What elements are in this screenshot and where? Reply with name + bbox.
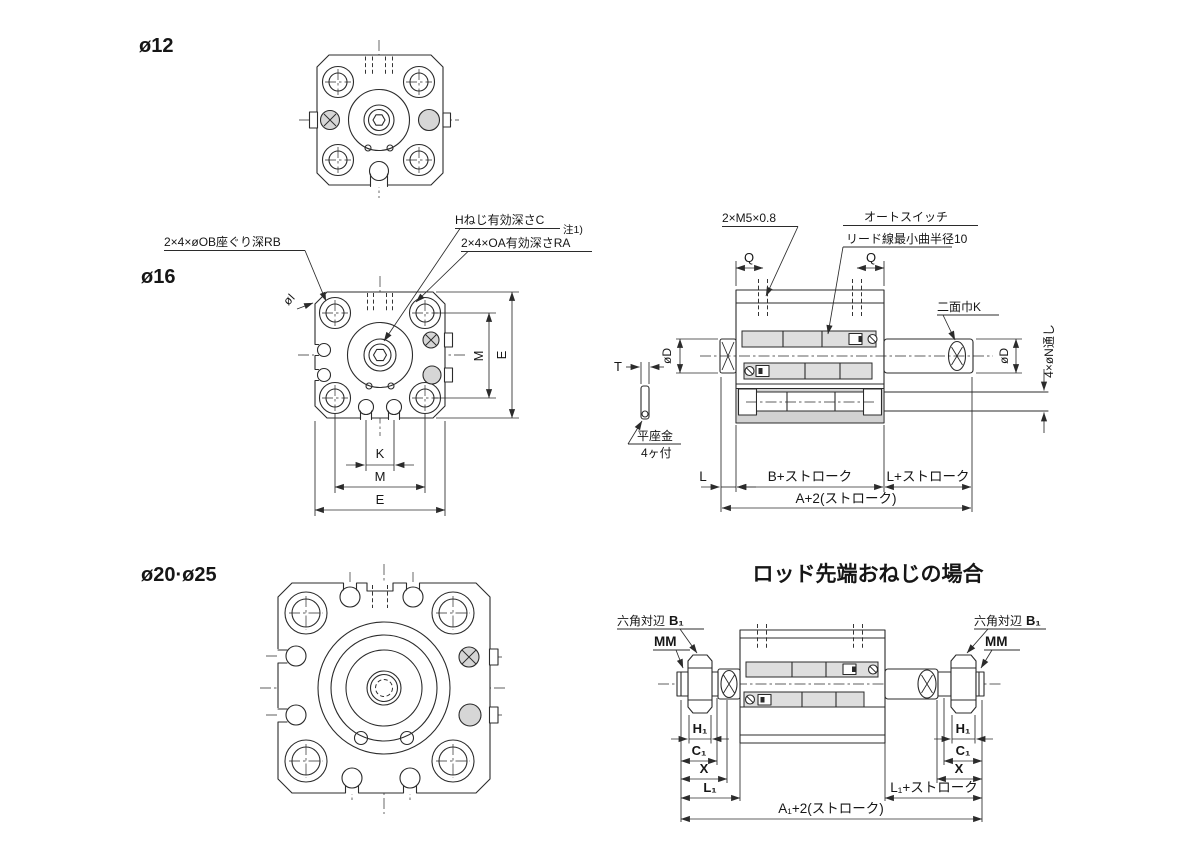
bore16-front-view: ø16 2×4×øOB座ぐり深RB Hねじ有効深さC bbox=[141, 212, 592, 516]
left-notch bbox=[285, 704, 307, 726]
callout-rod-thread: Hねじ有効深さC bbox=[455, 212, 545, 227]
dim-b-stroke: B+ストローク bbox=[768, 469, 852, 484]
callout-counterbore: 2×4×øOB座ぐり深RB bbox=[164, 234, 281, 249]
bottom-notch bbox=[341, 767, 363, 789]
callout-hex-left-b1: B₁ bbox=[669, 613, 684, 628]
bore12-front-view: ø12 bbox=[139, 35, 459, 198]
dim-l1-left: L₁ bbox=[703, 780, 716, 795]
dim-q-left: Q bbox=[744, 250, 754, 265]
washer-label-line2: 4ヶ付 bbox=[641, 446, 672, 460]
dim-h1-right: H₁ bbox=[956, 721, 971, 736]
dim-a-stroke: A+2(ストローク) bbox=[796, 491, 897, 506]
dim-k: K bbox=[376, 446, 385, 461]
port-plug-circle bbox=[422, 365, 442, 385]
bore12-label: ø12 bbox=[139, 35, 173, 57]
hex-socket-icon bbox=[372, 348, 388, 362]
port-plug-circle bbox=[417, 108, 441, 132]
left-notch bbox=[316, 367, 332, 383]
top-notch bbox=[402, 586, 424, 608]
left-notch bbox=[285, 645, 307, 667]
autoswitch-groove bbox=[745, 661, 879, 678]
hex-socket-icon bbox=[372, 114, 386, 126]
callout-mm-left: MM bbox=[654, 634, 677, 649]
right-boss-tab bbox=[443, 332, 454, 348]
dim-a1-stroke: A₁+2(ストローク) bbox=[778, 801, 883, 816]
callout-note: 注1) bbox=[563, 223, 583, 236]
rod-flats-right bbox=[917, 669, 937, 699]
callout-autoswitch-line1: オートスイッチ bbox=[864, 210, 948, 224]
callout-hex-left: 六角対辺 bbox=[617, 614, 665, 628]
rod-right bbox=[884, 668, 939, 700]
dim-x-left: X bbox=[700, 761, 709, 776]
callout-mount-thread: 2×4×OA有効深さRA bbox=[461, 235, 570, 250]
callout-hex-right: 六角対辺 bbox=[974, 614, 1022, 628]
top-notch bbox=[339, 586, 361, 608]
dim-e-horizontal: E bbox=[376, 492, 385, 507]
bottom-notch bbox=[385, 398, 403, 416]
rod-thread-left bbox=[676, 671, 689, 697]
hex-nut-left bbox=[687, 654, 713, 714]
dim-rod-dia-right: øD bbox=[997, 348, 1011, 364]
callout-through-hole: 4×øN通し bbox=[1042, 324, 1056, 378]
rod-flats-left bbox=[720, 669, 738, 699]
rod-thread-right bbox=[975, 671, 985, 697]
right-boss-tab bbox=[442, 112, 452, 128]
rod-thread-hidden-circle bbox=[375, 679, 393, 697]
right-boss-tab bbox=[488, 648, 499, 666]
left-boss-tab bbox=[308, 111, 319, 129]
hex-nut-right bbox=[950, 654, 977, 714]
dim-l: L bbox=[699, 469, 707, 484]
dim-rod-dia-left: øD bbox=[660, 348, 674, 364]
left-notch bbox=[316, 342, 332, 358]
dim-e-vertical: E bbox=[494, 350, 509, 359]
bore16-label: ø16 bbox=[141, 266, 175, 288]
callout-mm-right: MM bbox=[985, 634, 1008, 649]
rod-end-thread-view: ロッド先端おねじの場合 六角対辺 B₁ bbox=[617, 562, 1046, 823]
dim-m-vertical: M bbox=[471, 351, 486, 362]
dim-washer-t: T bbox=[614, 359, 622, 374]
callout-hex-right-b1: B₁ bbox=[1026, 613, 1041, 628]
callout-autoswitch-line2: リード線最小曲半径10 bbox=[846, 231, 968, 246]
autoswitch-groove bbox=[743, 691, 865, 708]
cylinder-body bbox=[739, 629, 886, 744]
washer-label-line1: 平座金 bbox=[637, 428, 673, 443]
rod-collar-right bbox=[937, 671, 952, 697]
bottom-notch bbox=[368, 160, 390, 182]
dim-h1-left: H₁ bbox=[693, 721, 708, 736]
flat-washer bbox=[640, 385, 650, 420]
bottom-notch bbox=[357, 398, 375, 416]
callout-rod-flats: 二面巾K bbox=[937, 300, 981, 314]
bore2025-label: ø20·ø25 bbox=[141, 564, 217, 586]
bore16-side-view: 2×M5×0.8 オートスイッチ リード線最小曲半径10 二面巾K 4×øN通し… bbox=[614, 210, 1056, 512]
callout-port: 2×M5×0.8 bbox=[722, 211, 776, 225]
dim-c1-right: C₁ bbox=[956, 743, 971, 758]
callout-corner-dia: øI bbox=[280, 291, 298, 308]
dim-x-right: X bbox=[955, 761, 964, 776]
dim-l1-stroke: L₁+ストローク bbox=[890, 780, 977, 795]
dim-c1-left: C₁ bbox=[692, 743, 707, 758]
port-plug-circle bbox=[458, 703, 482, 727]
rod-end-title: ロッド先端おねじの場合 bbox=[753, 562, 985, 586]
bore2025-front-view: ø20·ø25 bbox=[141, 564, 508, 814]
dim-l-stroke: L+ストローク bbox=[887, 469, 970, 484]
right-boss-tab bbox=[443, 367, 454, 383]
dim-q-right: Q bbox=[866, 250, 876, 265]
bottom-notch bbox=[399, 767, 421, 789]
dim-m-horizontal: M bbox=[375, 469, 386, 484]
right-boss-tab bbox=[488, 706, 499, 724]
